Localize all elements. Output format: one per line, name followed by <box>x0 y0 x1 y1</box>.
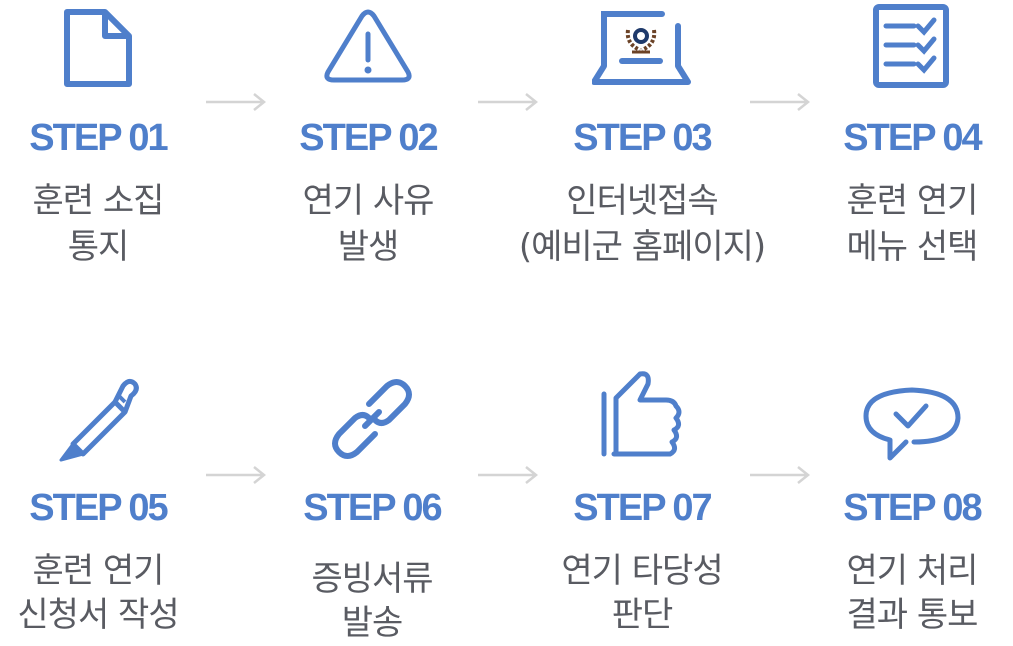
right-arrow-icon <box>206 466 267 484</box>
step-desc-line1: 연기 타당성 <box>561 551 723 591</box>
step-desc-line1: 인터넷접속 <box>566 181 718 221</box>
step-04: STEP 04 훈련 연기 메뉴 선택 <box>822 0 1002 280</box>
checklist-icon <box>873 4 949 88</box>
step-label: STEP 03 <box>573 117 712 159</box>
step-desc-line1: 연기 처리 <box>846 551 979 591</box>
step-label: STEP 08 <box>843 487 982 529</box>
step-desc-line2: 신청서 작성 <box>17 595 179 635</box>
right-arrow-icon <box>478 466 539 484</box>
step-desc-line1: 훈련 연기 <box>846 181 979 221</box>
right-arrow-icon <box>750 466 811 484</box>
step-label: STEP 07 <box>573 487 712 529</box>
speech-check-icon <box>863 387 961 461</box>
right-arrow-icon <box>750 93 811 111</box>
step-label: STEP 06 <box>303 487 442 529</box>
document-icon <box>64 9 132 87</box>
right-arrow-icon <box>478 93 539 111</box>
step-desc-line2: 발생 <box>337 227 400 267</box>
step-07: STEP 07 연기 타당성 판단 <box>552 370 732 644</box>
step-06: STEP 06 증빙서류 발송 <box>282 370 462 644</box>
emblem-icon <box>625 28 657 54</box>
step-desc-line1: 연기 사유 <box>302 181 435 221</box>
pen-icon <box>59 378 139 462</box>
warning-icon <box>324 9 412 83</box>
step-label: STEP 05 <box>29 487 168 529</box>
step-label: STEP 04 <box>843 117 982 159</box>
step-01: STEP 01 훈련 소집 통지 <box>8 0 188 280</box>
step-desc-line1: 훈련 소집 <box>32 181 165 221</box>
step-desc-line2: (예비군 홈페이지) <box>518 227 766 267</box>
step-desc-line2: 결과 통보 <box>846 595 979 635</box>
step-desc-line2: 판단 <box>611 595 674 635</box>
step-03: STEP 03 인터넷접속 (예비군 홈페이지) <box>519 0 766 280</box>
step-desc-line2: 통지 <box>67 227 130 267</box>
thumbs-up-icon <box>601 371 682 457</box>
link-icon <box>332 379 412 459</box>
step-02: STEP 02 연기 사유 발생 <box>278 0 458 280</box>
step-desc-line1: 훈련 연기 <box>32 551 165 591</box>
step-label: STEP 01 <box>29 117 168 159</box>
step-desc-line2: 발송 <box>341 603 404 643</box>
step-05: STEP 05 훈련 연기 신청서 작성 <box>8 370 188 644</box>
step-desc-line1: 증빙서류 <box>311 559 433 599</box>
step-08: STEP 08 연기 처리 결과 통보 <box>822 370 1002 644</box>
laptop-icon <box>592 11 691 85</box>
right-arrow-icon <box>206 93 267 111</box>
step-label: STEP 02 <box>299 117 438 159</box>
step-desc-line2: 메뉴 선택 <box>846 227 979 267</box>
